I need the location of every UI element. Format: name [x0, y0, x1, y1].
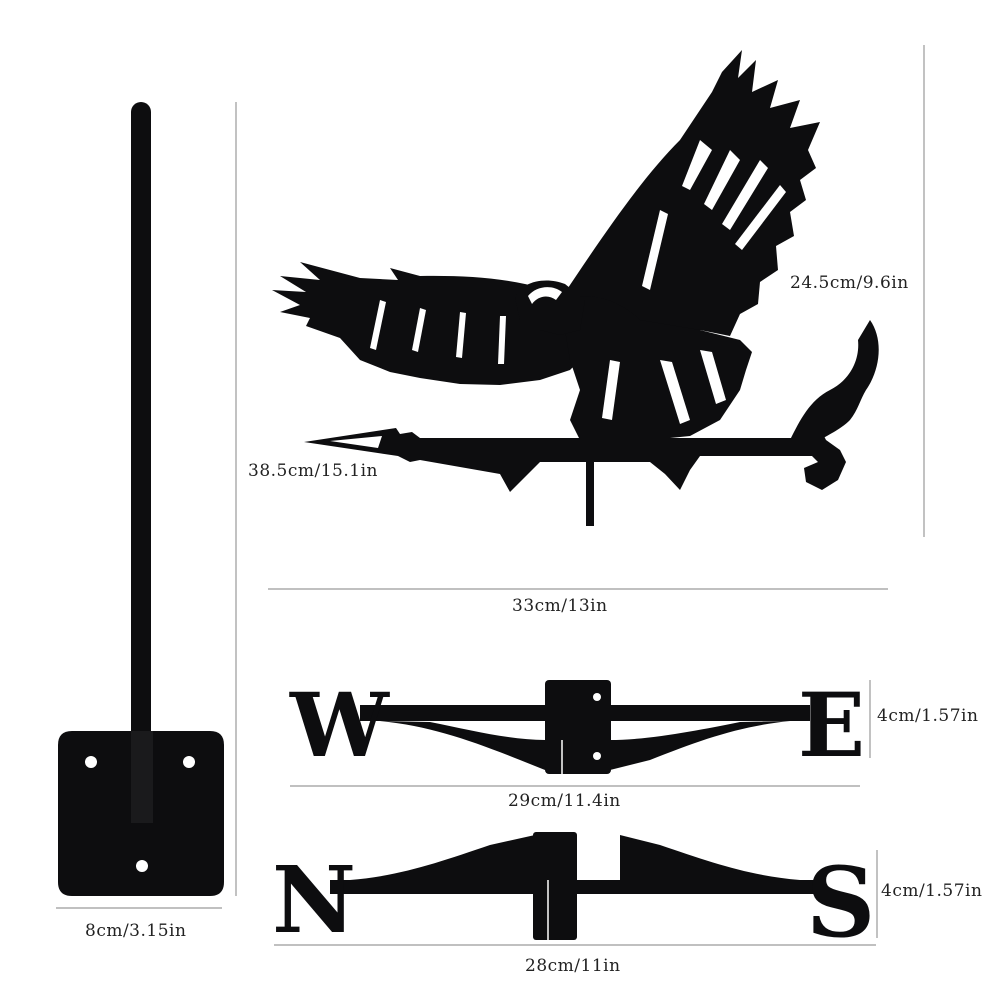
- west-east-arm: [360, 680, 810, 774]
- eagle-feather-details: [370, 140, 786, 424]
- pole-assembly: [58, 102, 224, 896]
- bracket-hole-icon: [593, 752, 601, 760]
- screw-hole-icon: [85, 756, 97, 768]
- eagle-length-dimension-label: 38.5cm/15.1in: [248, 461, 378, 481]
- eagle-right-wing: [560, 50, 820, 336]
- screw-hole-icon: [136, 860, 148, 872]
- arrow-head-cutout: [330, 436, 382, 448]
- eagle-width-dimension-label: 33cm/13in: [512, 596, 608, 616]
- we-width-dimension-label: 29cm/11.4in: [508, 791, 621, 811]
- letter-e: E: [798, 673, 865, 777]
- letter-n: N: [272, 846, 356, 954]
- eagle-height-dimension-label: 24.5cm/9.6in: [790, 273, 909, 293]
- letter-w: W: [289, 673, 390, 777]
- we-scroll-left: [380, 721, 545, 770]
- dimension-lines: [56, 45, 925, 946]
- eagle-arrow-bar: [304, 428, 846, 492]
- pole-base-dimension-label: 8cm/3.15in: [85, 921, 187, 941]
- pole: [131, 102, 151, 822]
- ns-scroll-right: [620, 835, 800, 880]
- ns-center-bracket: [533, 832, 577, 940]
- we-height-dimension-label: 4cm/1.57in: [877, 706, 979, 726]
- eagle-weathervane: [272, 50, 879, 526]
- ns-width-dimension-label: 28cm/11in: [525, 956, 621, 976]
- pole-bracket: [131, 731, 153, 823]
- ns-height-dimension-label: 4cm/1.57in: [881, 881, 983, 901]
- we-center-bracket: [545, 680, 611, 774]
- bracket-hole-icon: [593, 693, 601, 701]
- eagle-left-wing: [272, 262, 590, 385]
- letter-s: S: [806, 846, 875, 959]
- screw-hole-icon: [183, 756, 195, 768]
- north-south-arm: [330, 832, 820, 940]
- eagle-tail-flame: [790, 320, 879, 440]
- we-scroll-right: [610, 721, 790, 770]
- ns-scroll-left: [350, 835, 535, 880]
- eagle-stem: [586, 460, 594, 526]
